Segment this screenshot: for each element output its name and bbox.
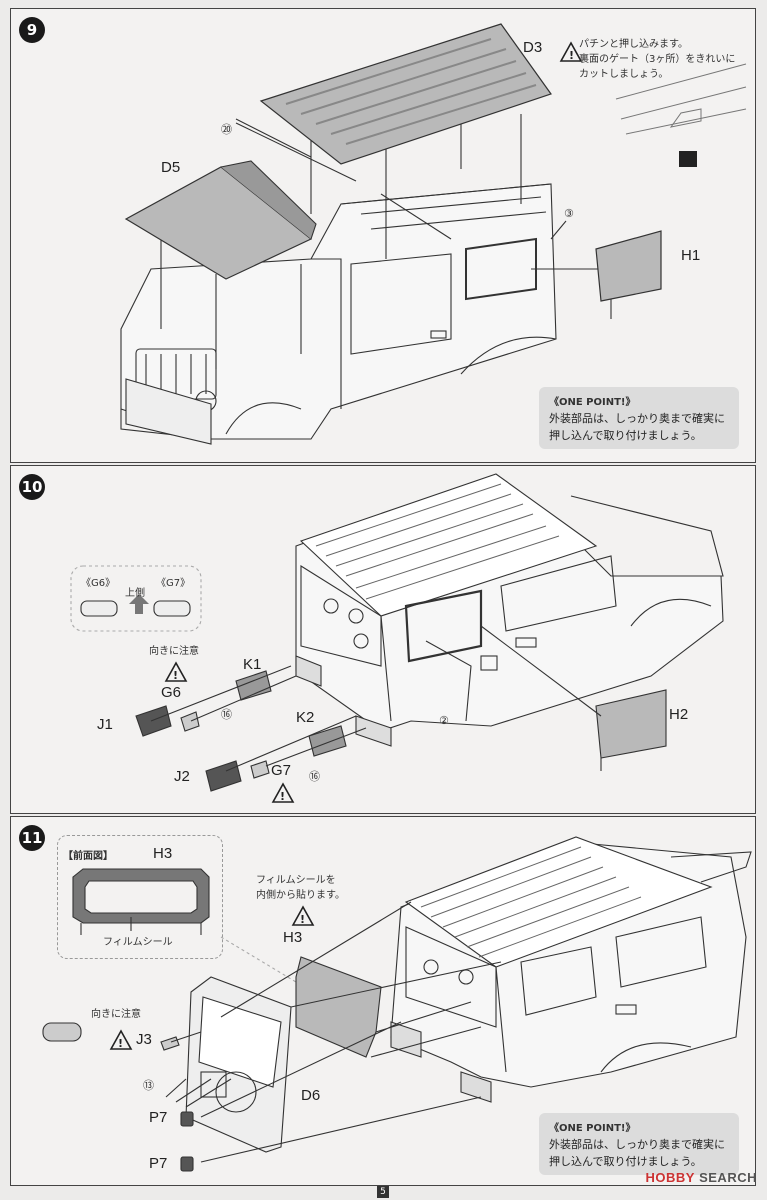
part-h2-label: H2 xyxy=(669,706,689,723)
onepoint-box: 《ONE POINT!》 外装部品は、しっかり奥まで確実に 押し込んで取り付けま… xyxy=(539,387,739,449)
note-d3-line-3: カットしましょう。 xyxy=(579,69,669,80)
step-11-panel: 11 xyxy=(10,816,756,1186)
part-h3-label: H3 xyxy=(283,929,303,946)
part-d5-label: D5 xyxy=(161,159,181,176)
part-h1-label: H1 xyxy=(681,247,701,264)
onepoint-line-2: 押し込んで取り付けましょう。 xyxy=(549,1155,702,1168)
upper-side-label: 上側 xyxy=(125,588,145,599)
onepoint-title: 《ONE POINT!》 xyxy=(549,1123,636,1134)
front-view-box xyxy=(57,835,223,959)
step-10-diagram: ! ! xyxy=(70,473,724,803)
part-d3-label: D3 xyxy=(523,39,543,56)
step-number: 9 xyxy=(19,17,45,43)
svg-text:!: ! xyxy=(569,49,574,62)
svg-text:!: ! xyxy=(118,1037,123,1050)
svg-text:!: ! xyxy=(173,669,178,682)
part-j3-label: J3 xyxy=(136,1031,152,1048)
callout-16-b: ⑯ xyxy=(309,770,320,783)
note-d3-line-2: 裏面のゲート（3ヶ所）をきれいに xyxy=(579,54,736,65)
onepoint-line-1: 外装部品は、しっかり奥まで確実に xyxy=(549,412,725,425)
watermark: HOBBY SEARCH xyxy=(646,1170,757,1185)
film-note-line-2: 内側から貼ります。 xyxy=(256,890,345,901)
callout-13: ⑬ xyxy=(143,1079,154,1092)
step-number: 10 xyxy=(19,474,45,500)
part-j1-label: J1 xyxy=(97,716,113,733)
step-number: 11 xyxy=(19,825,45,851)
callout-3: ③ xyxy=(564,207,574,220)
orientation-note: 向きに注意 xyxy=(91,1009,141,1020)
part-g6-label: G6 xyxy=(161,684,182,701)
front-view-label: 【前面図】 xyxy=(63,851,113,862)
watermark-hobby: HOBBY xyxy=(645,1170,695,1185)
onepoint-line-1: 外装部品は、しっかり奥まで確実に xyxy=(549,1138,725,1151)
watermark-search: SEARCH xyxy=(699,1170,757,1185)
callout-20: ⑳ xyxy=(221,123,232,136)
part-g7-label: G7 xyxy=(271,762,292,779)
onepoint-box: 《ONE POINT!》 外装部品は、しっかり奥まで確実に 押し込んで取り付けま… xyxy=(539,1113,739,1175)
part-k1-label: K1 xyxy=(243,656,262,673)
step-11-diagram: ! ! xyxy=(42,836,752,1172)
callout-16-a: ⑯ xyxy=(221,708,232,721)
g7-diagram-label: 《G7》 xyxy=(156,578,191,589)
part-j2-label: J2 xyxy=(174,768,190,785)
h3-front-label: H3 xyxy=(153,845,173,862)
part-d6-label: D6 xyxy=(301,1087,321,1104)
part-p7-label-2: P7 xyxy=(149,1155,168,1172)
part-p7-label-1: P7 xyxy=(149,1109,168,1126)
page-number: 5 xyxy=(377,1186,389,1198)
film-note-line-1: フィルムシールを xyxy=(256,875,336,886)
step-9-panel: 9 xyxy=(10,8,756,463)
orientation-note: 向きに注意 xyxy=(149,646,199,657)
step-10-panel: 10 xyxy=(10,465,756,814)
onepoint-title: 《ONE POINT!》 xyxy=(549,397,636,408)
svg-text:!: ! xyxy=(300,913,305,926)
callout-2: ② xyxy=(439,714,449,727)
g6-diagram-label: 《G6》 xyxy=(81,578,116,589)
note-d3-line-1: パチンと押し込みます。 xyxy=(579,39,688,50)
film-seal-label: フィルムシール xyxy=(103,937,173,948)
svg-text:!: ! xyxy=(280,790,285,803)
step-9-diagram: ! xyxy=(120,23,747,445)
onepoint-line-2: 押し込んで取り付けましょう。 xyxy=(549,429,702,442)
part-k2-label: K2 xyxy=(296,709,315,726)
